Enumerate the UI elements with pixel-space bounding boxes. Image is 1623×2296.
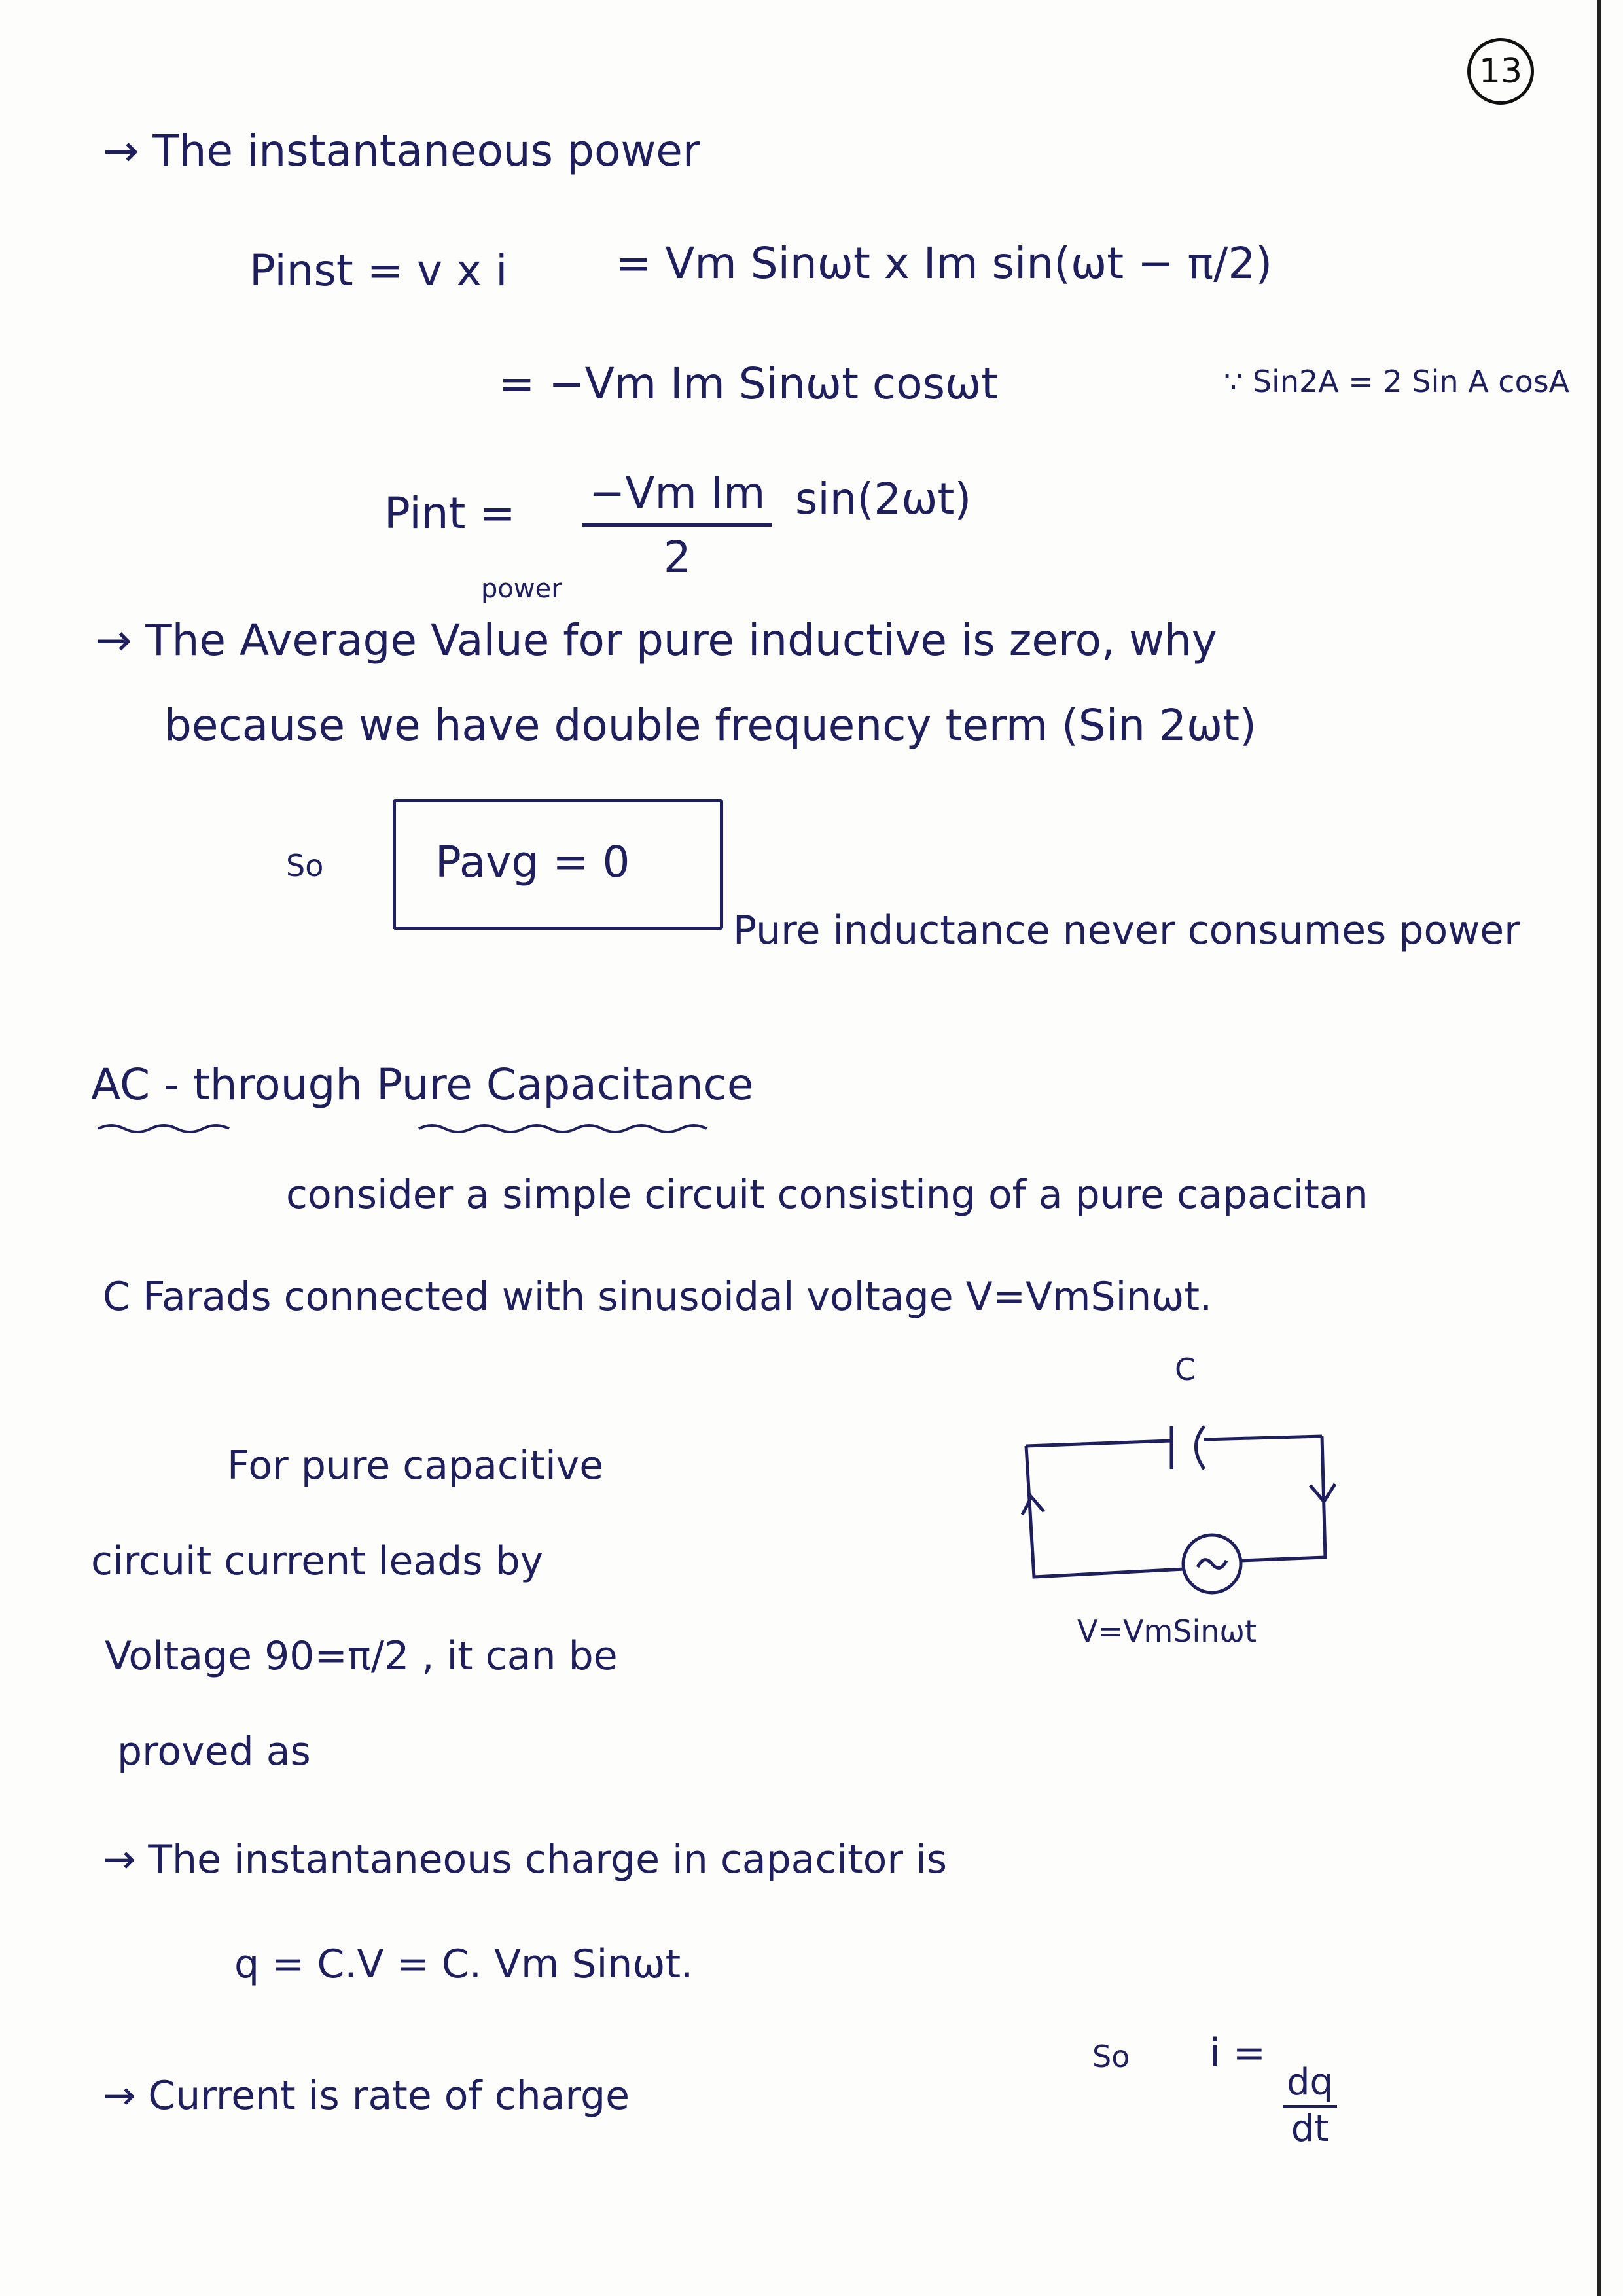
- page-edge: [1597, 0, 1601, 2296]
- so-label-2: So: [1092, 2039, 1130, 2074]
- arrow-down-icon: [1309, 1483, 1337, 1505]
- insert-note-power: power: [481, 574, 562, 604]
- capacitor-circuit-diagram: [1020, 1425, 1337, 1595]
- average-line-2: because we have double frequency term (S…: [164, 700, 1257, 751]
- derivative-numerator: dq: [1283, 2061, 1338, 2108]
- eq-product: = −Vm Im Sinωt cosωt: [499, 359, 999, 409]
- boxed-result: Pavg = 0: [435, 837, 630, 887]
- eq-pinst-lhs: Pinst = v x i: [249, 245, 508, 296]
- capacitor-plate-left: [1026, 1426, 1173, 1469]
- source-label: V=VmSinωt: [1077, 1614, 1257, 1649]
- derivative-denominator: dt: [1291, 2108, 1329, 2150]
- para-line-3: Voltage 90=π/2 , it can be: [105, 1633, 618, 1679]
- current-eq-lhs: i =: [1209, 2030, 1266, 2076]
- so-label: So: [286, 848, 324, 883]
- intro-line-2: C Farads connected with sinusoidal volta…: [103, 1274, 1213, 1320]
- para-line-4: proved as: [117, 1729, 311, 1775]
- eq-pint-tail: sin(2ωt): [795, 474, 972, 524]
- capacitor-label: C: [1175, 1352, 1196, 1387]
- identity-note: ∵ Sin2A = 2 Sin A cosA: [1224, 364, 1570, 399]
- fraction-denominator: 2: [663, 532, 691, 582]
- charge-equation: q = C.V = C. Vm Sinωt.: [234, 1941, 694, 1987]
- section-heading: AC - through Pure Capacitance: [91, 1059, 754, 1110]
- capacitor-plate-right: [1194, 1425, 1323, 1470]
- page-number: 13: [1467, 38, 1534, 105]
- ac-source-icon: [1181, 1533, 1243, 1595]
- eq-pinst-rhs: = Vm Sinωt x Im sin(ωt − π/2): [615, 238, 1273, 289]
- average-line-1: → The Average Value for pure inductive i…: [96, 615, 1217, 665]
- fraction-numerator: −Vm Im: [582, 468, 772, 527]
- heading-instantaneous-power: → The instantaneous power: [103, 126, 701, 176]
- charge-line: → The instantaneous charge in capacitor …: [103, 1837, 947, 1882]
- eq-fraction: −Vm Im 2: [582, 468, 772, 582]
- para-line-1: For pure capacitive: [227, 1443, 604, 1489]
- result-box: [393, 799, 723, 930]
- current-line: → Current is rate of charge: [103, 2073, 630, 2119]
- para-line-2: circuit current leads by: [91, 1538, 544, 1584]
- conclusion: Pure inductance never consumes power: [733, 908, 1520, 953]
- derivative-fraction: dq dt: [1283, 2061, 1338, 2150]
- arrow-up-icon: [1020, 1494, 1045, 1516]
- intro-line-1: consider a simple circuit consisting of …: [286, 1172, 1368, 1218]
- heading-underline: [98, 1124, 707, 1133]
- eq-pint-lhs: Pint =: [384, 488, 516, 539]
